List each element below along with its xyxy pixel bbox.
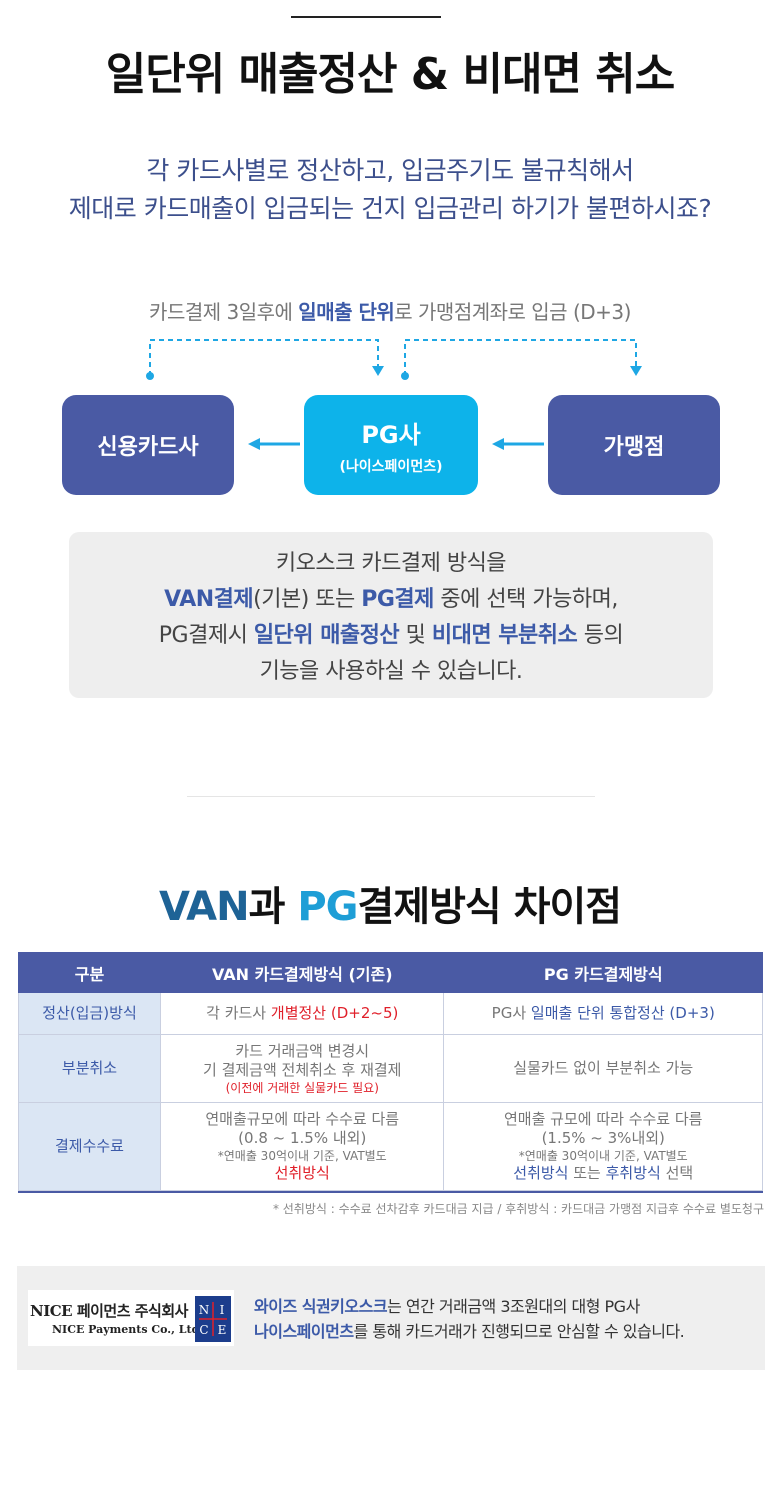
cell-highlight: 후취방식 <box>605 1164 661 1182</box>
table-row: 부분취소 카드 거래금액 변경시 기 결제금액 전체취소 후 재결제 (이전에 … <box>18 1034 763 1103</box>
cell-highlight: 선취방식 <box>274 1164 330 1182</box>
node-credit-card-company: 신용카드사 <box>62 395 234 495</box>
table-row: 결제수수료 연매출규모에 따라 수수료 다름 (0.8 ~ 1.5% 내외) *… <box>18 1102 763 1191</box>
table-row: 정산(입금)방식 각 카드사 개별정산 (D+2~5) PG사 일매출 단위 통… <box>18 992 763 1035</box>
cell-line: 기 결제금액 전체취소 후 재결제 <box>203 1060 402 1079</box>
nice-payments-highlight: 나이스페이먼츠 <box>254 1322 354 1341</box>
cell-line: 카드 거래금액 변경시 <box>235 1041 370 1060</box>
nice-logo-mark-icon: N I C E <box>195 1296 231 1342</box>
info-partial-cancel-highlight: 비대면 부분취소 <box>431 623 578 648</box>
info-text: 등의 <box>577 623 624 648</box>
nice-text: 는 연간 거래금액 3조원대의 대형 PG사 <box>387 1297 640 1316</box>
cell-note: (이전에 거래한 실물카드 필요) <box>225 1080 379 1095</box>
node-merchant-label: 가맹점 <box>603 435 665 460</box>
page-title: 일단위 매출정산 & 비대면 취소 <box>105 49 675 100</box>
info-van-highlight: VAN결제 <box>164 587 254 612</box>
comparison-title-rest: 결제방식 차이점 <box>357 884 623 930</box>
cell-line: 연매출규모에 따라 수수료 다름 <box>205 1110 400 1128</box>
table-footnote: * 선취방식 : 수수료 선차감후 카드대금 지급 / 후취방식 : 카드대금 … <box>272 1202 764 1216</box>
dashed-path-pg-to-card <box>149 339 379 376</box>
arrowhead-down-pg <box>372 366 384 376</box>
nice-logo-korean: NICE 페이먼츠 주식회사 <box>30 1302 188 1320</box>
nice-line-1: 와이즈 식권키오스크는 연간 거래금액 3조원대의 대형 PG사 <box>254 1294 684 1319</box>
info-line-4: 기능을 사용하실 수 있습니다. <box>259 659 523 684</box>
table-header-row: 구분 VAN 카드결제방식 (기존) PG 카드결제방식 <box>18 952 763 993</box>
arrowhead-left-pg <box>492 438 504 450</box>
cell-text: 선택 <box>660 1164 694 1182</box>
nice-description: 와이즈 식권키오스크는 연간 거래금액 3조원대의 대형 PG사 나이스페이먼츠… <box>254 1294 685 1344</box>
info-line-2: VAN결제(기본) 또는 PG결제 중에 선택 가능하며, <box>69 582 713 618</box>
flow-caption: 카드결제 3일후에 일매출 단위로 가맹점계좌로 입금 (D+3) <box>0 296 780 325</box>
nice-logo-english: NICE Payments Co., Ltd. <box>52 1323 204 1336</box>
cell-text: 각 카드사 <box>206 1004 271 1022</box>
arrowhead-left-card <box>248 438 260 450</box>
cell-highlight: 일매출 단위 통합정산 (D+3) <box>530 1004 715 1022</box>
row-label: 부분취소 <box>18 1034 161 1103</box>
info-daily-settlement-highlight: 일단위 매출정산 <box>253 623 400 648</box>
settlement-flow-solid-arrows <box>248 438 544 450</box>
section-divider <box>187 796 595 797</box>
lead-line-2: 제대로 카드매출이 입금되는 건지 입금관리 하기가 불편하시죠? <box>68 194 712 223</box>
table-cell: 카드 거래금액 변경시 기 결제금액 전체취소 후 재결제 (이전에 거래한 실… <box>159 1034 445 1103</box>
flow-caption-pre: 카드결제 3일후에 <box>149 300 299 324</box>
info-box: 키오스크 카드결제 방식을 VAN결제(기본) 또는 PG결제 중에 선택 가능… <box>69 532 713 698</box>
table-cell: 연매출규모에 따라 수수료 다름 (0.8 ~ 1.5% 내외) *연매출 30… <box>159 1102 445 1191</box>
nice-line-2: 나이스페이먼츠를 통해 카드거래가 진행되므로 안심할 수 있습니다. <box>254 1319 685 1344</box>
comparison-title: VAN과 PG결제방식 차이점 <box>0 874 780 932</box>
table-header: PG 카드결제방식 <box>443 952 763 993</box>
flow-caption-highlight: 일매출 단위 <box>298 300 395 324</box>
info-line-1: 키오스크 카드결제 방식을 <box>275 551 507 576</box>
comparison-title-pg: PG <box>297 884 358 930</box>
cell-line: 선취방식 또는 후취방식 선택 <box>444 1164 762 1183</box>
table-header: VAN 카드결제방식 (기존) <box>159 952 445 993</box>
comparison-title-van: VAN <box>158 884 250 930</box>
info-pg-highlight: PG결제 <box>361 587 434 612</box>
cell-highlight: 선취방식 <box>513 1164 569 1182</box>
logo-mark-letter: C <box>199 1323 208 1337</box>
cell-text: 또는 <box>568 1164 606 1182</box>
cell-text: PG사 <box>491 1004 531 1022</box>
lead-text: 각 카드사별로 정산하고, 입금주기도 불규칙해서 제대로 카드매출이 입금되는… <box>0 152 780 228</box>
info-text: 및 <box>399 623 432 648</box>
flow-dot-card <box>146 372 154 380</box>
logo-mark-letter: N <box>199 1303 210 1317</box>
logo-mark-letter: I <box>220 1303 225 1317</box>
table-cell: 연매출 규모에 따라 수수료 다름 (1.5% ~ 3%내외) *연매출 30억… <box>443 1102 763 1191</box>
nice-kiosk-highlight: 와이즈 식권키오스크 <box>254 1297 388 1316</box>
info-text: PG결제시 <box>158 623 254 648</box>
comparison-table: 구분 VAN 카드결제방식 (기존) PG 카드결제방식 정산(입금)방식 각 … <box>18 952 763 1191</box>
node-pg-sublabel: (나이스페이먼츠) <box>339 458 443 475</box>
node-pg-label: PG사 <box>361 420 421 449</box>
logo-mark-letter: E <box>218 1323 227 1337</box>
settlement-flow-dashed-arrows <box>146 339 642 380</box>
nice-text: 를 통해 카드거래가 진행되므로 안심할 수 있습니다. <box>353 1322 685 1341</box>
arrowhead-down-merchant <box>630 366 642 376</box>
comparison-title-mid: 과 <box>248 884 298 930</box>
table-cell: PG사 일매출 단위 통합정산 (D+3) <box>443 992 763 1035</box>
table-cell: 각 카드사 개별정산 (D+2~5) <box>159 992 445 1035</box>
node-credit-card-label: 신용카드사 <box>97 435 199 460</box>
row-label: 결제수수료 <box>18 1102 161 1191</box>
table-cell: 실물카드 없이 부분취소 가능 <box>443 1034 763 1103</box>
flow-dot-pg <box>401 372 409 380</box>
cell-note: *연매출 30억이내 기준, VAT별도 <box>518 1149 688 1163</box>
info-text: 중에 선택 가능하며, <box>433 587 618 612</box>
cell-note: *연매출 30억이내 기준, VAT별도 <box>217 1149 387 1163</box>
cell-line: (0.8 ~ 1.5% 내외) <box>238 1129 367 1147</box>
flow-caption-post: 로 가맹점계좌로 입금 (D+3) <box>394 300 631 324</box>
node-merchant: 가맹점 <box>548 395 720 495</box>
cell-highlight: 개별정산 (D+2~5) <box>270 1004 399 1022</box>
table-header: 구분 <box>18 952 161 993</box>
lead-line-1: 각 카드사별로 정산하고, 입금주기도 불규칙해서 <box>146 156 634 185</box>
node-pg-company: PG사 (나이스페이먼츠) <box>304 395 478 495</box>
table-bottom-border <box>18 1191 763 1193</box>
row-label: 정산(입금)방식 <box>18 992 161 1035</box>
info-text: (기본) 또는 <box>253 587 362 612</box>
dashed-path-merchant-to-pg <box>404 339 637 376</box>
top-divider <box>291 16 441 18</box>
cell-line: (1.5% ~ 3%내외) <box>541 1129 665 1147</box>
cell-line: 연매출 규모에 따라 수수료 다름 <box>504 1110 703 1128</box>
info-line-3: PG결제시 일단위 매출정산 및 비대면 부분취소 등의 <box>69 618 713 654</box>
